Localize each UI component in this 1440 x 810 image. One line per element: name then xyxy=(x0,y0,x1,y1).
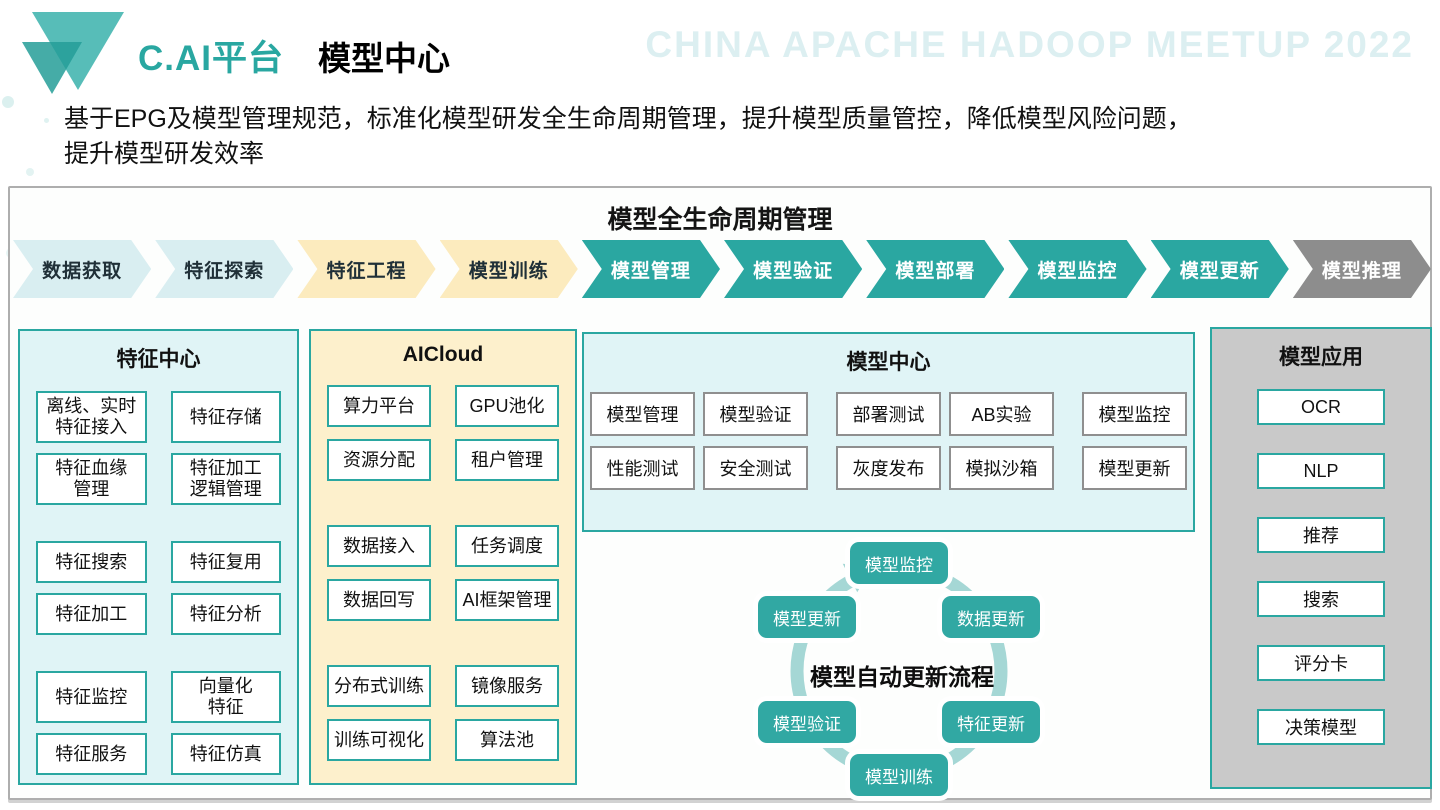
lifecycle-stage: 模型训练 xyxy=(440,240,578,298)
capability-box: 特征搜索 xyxy=(36,541,147,583)
capability-box: 模型监控 xyxy=(1082,392,1187,436)
header-title-row: C.AI平台模型中心 xyxy=(138,30,450,81)
lifecycle-stage-ribbon: 数据获取 特征探索 特征工程 模型训练 模型管理 模型验证 模型部署 模型监控 … xyxy=(13,240,1431,298)
capability-box: 训练可视化 xyxy=(327,719,431,761)
capability-box: 模型管理 xyxy=(590,392,695,436)
brand-name: C.AI平台 xyxy=(138,39,285,78)
event-watermark: CHINA APACHE HADOOP MEETUP 2022 xyxy=(645,24,1414,65)
capability-box: 特征复用 xyxy=(170,541,281,583)
capability-box: 租户管理 xyxy=(455,439,559,481)
capability-box: 特征血缘 管理 xyxy=(36,453,147,505)
capability-box: 数据回写 xyxy=(327,579,431,621)
capability-box: 资源分配 xyxy=(327,439,431,481)
capability-box: 特征存储 xyxy=(170,391,281,443)
triangle-icon xyxy=(22,42,82,94)
capability-box: 灰度发布 xyxy=(836,446,941,490)
panel-title: 模型应用 xyxy=(1279,346,1363,369)
aicloud-group-1: 算力平台 GPU池化 资源分配 租户管理 xyxy=(311,385,575,481)
aicloud-group-3: 分布式训练 镜像服务 训练可视化 算法池 xyxy=(311,665,575,761)
capability-box: 镜像服务 xyxy=(455,665,559,707)
capability-box: 任务调度 xyxy=(455,525,559,567)
feature-group-2: 特征搜索 特征复用 特征加工 特征分析 xyxy=(20,541,297,635)
application-box: OCR xyxy=(1257,389,1385,425)
lifecycle-stage: 模型监控 xyxy=(1008,240,1146,298)
lifecycle-stage: 模型推理 xyxy=(1293,240,1431,298)
capability-box: 部署测试 xyxy=(836,392,941,436)
feature-group-1: 离线、实时 特征接入 特征存储 特征血缘 管理 特征加工 逻辑管理 xyxy=(20,391,297,505)
page-title: 模型中心 xyxy=(318,40,451,77)
lifecycle-stage: 模型部署 xyxy=(866,240,1004,298)
lifecycle-stage: 特征探索 xyxy=(155,240,293,298)
capability-box: 模拟沙箱 xyxy=(949,446,1054,490)
cycle-node: 数据更新 xyxy=(942,596,1040,638)
panel-model-center: 模型中心 模型管理 模型验证 部署测试 AB实验 模型监控 性能测试 安全测试 … xyxy=(582,332,1195,532)
capability-box: 分布式训练 xyxy=(327,665,431,707)
capability-box: 特征分析 xyxy=(170,593,281,635)
capability-box: AI框架管理 xyxy=(455,579,559,621)
capability-box: 特征监控 xyxy=(36,671,147,723)
capability-box: 特征仿真 xyxy=(170,733,281,775)
lifecycle-stage: 模型验证 xyxy=(724,240,862,298)
lifecycle-stage: 数据获取 xyxy=(13,240,151,298)
panel-aicloud: AICloud 算力平台 GPU池化 资源分配 租户管理 数据接入 任务调度 数… xyxy=(309,329,577,785)
capability-box: 离线、实时 特征接入 xyxy=(36,391,147,443)
capability-box: 安全测试 xyxy=(703,446,808,490)
cycle-node: 模型监控 xyxy=(850,542,948,584)
cycle-title: 模型自动更新流程 xyxy=(810,664,994,690)
lifecycle-board: 模型全生命周期管理 数据获取 特征探索 特征工程 模型训练 模型管理 模型验证 … xyxy=(8,186,1432,800)
application-box: 推荐 xyxy=(1257,517,1385,553)
cycle-node: 特征更新 xyxy=(942,701,1040,743)
application-box: 评分卡 xyxy=(1257,645,1385,681)
capability-box: 性能测试 xyxy=(590,446,695,490)
capability-box: 特征服务 xyxy=(36,733,147,775)
panel-title: AICloud xyxy=(402,343,484,366)
slide-subtitle: 基于EPG及模型管理规范，标准化模型研发全生命周期管理，提升模型质量管控，降低模… xyxy=(64,105,1192,168)
cycle-node: 模型更新 xyxy=(758,596,856,638)
panel-feature-center: 特征中心 离线、实时 特征接入 特征存储 特征血缘 管理 特征加工 逻辑管理 特… xyxy=(18,329,299,785)
paint-speckle xyxy=(26,168,34,176)
board-title: 模型全生命周期管理 xyxy=(607,206,833,234)
application-box: 搜索 xyxy=(1257,581,1385,617)
aicloud-group-2: 数据接入 任务调度 数据回写 AI框架管理 xyxy=(311,525,575,621)
model-app-list: OCR NLP 推荐 搜索 评分卡 决策模型 xyxy=(1212,389,1430,745)
lifecycle-stage: 模型管理 xyxy=(582,240,720,298)
paint-speckle xyxy=(44,118,49,123)
paint-speckle xyxy=(2,96,14,108)
capability-box: 向量化 特征 xyxy=(170,671,281,723)
cycle-node: 模型验证 xyxy=(758,701,856,743)
application-box: NLP xyxy=(1257,453,1385,489)
cai-logo-icon xyxy=(22,8,132,103)
capability-box: 算法池 xyxy=(455,719,559,761)
capability-box: 特征加工 xyxy=(36,593,147,635)
capability-box: 模型验证 xyxy=(703,392,808,436)
capability-box: AB实验 xyxy=(949,392,1054,436)
capability-box: GPU池化 xyxy=(455,385,559,427)
capability-box: 模型更新 xyxy=(1082,446,1187,490)
panel-model-applications: 模型应用 OCR NLP 推荐 搜索 评分卡 决策模型 xyxy=(1210,327,1432,789)
capability-box: 特征加工 逻辑管理 xyxy=(170,453,281,505)
panel-title: 特征中心 xyxy=(116,348,201,371)
capability-box: 数据接入 xyxy=(327,525,431,567)
panel-title: 模型中心 xyxy=(846,351,931,374)
auto-update-cycle: 模型监控 数据更新 特征更新 模型训练 模型验证 模型更新 模型自动更新流程 xyxy=(742,532,1062,808)
cycle-node: 模型训练 xyxy=(850,754,948,796)
model-center-row-1: 模型管理 模型验证 部署测试 AB实验 模型监控 xyxy=(584,392,1193,436)
lifecycle-stage: 特征工程 xyxy=(297,240,435,298)
lifecycle-stage: 模型更新 xyxy=(1151,240,1289,298)
application-box: 决策模型 xyxy=(1257,709,1385,745)
capability-box: 算力平台 xyxy=(327,385,431,427)
feature-group-3: 特征监控 向量化 特征 特征服务 特征仿真 xyxy=(20,671,297,775)
model-center-row-2: 性能测试 安全测试 灰度发布 模拟沙箱 模型更新 xyxy=(584,446,1193,490)
